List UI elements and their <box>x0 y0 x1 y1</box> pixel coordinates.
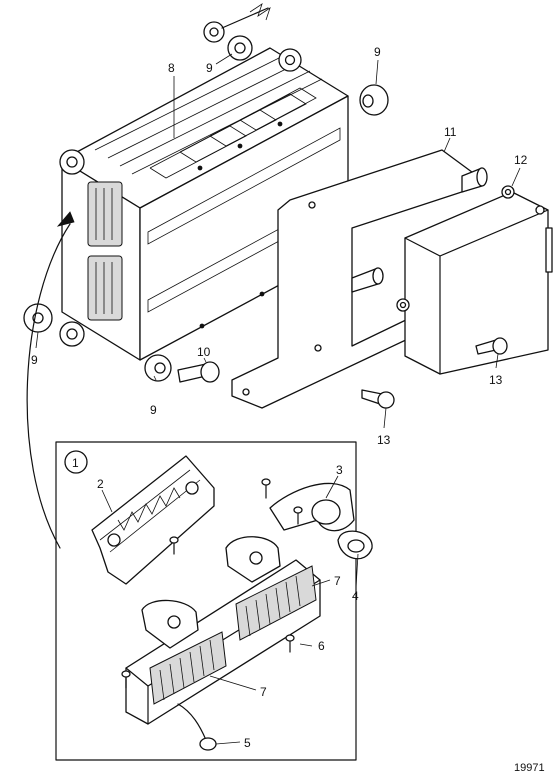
leader-lines <box>35 53 521 745</box>
callout-7-upper: 7 <box>334 574 341 588</box>
screw-13-upper <box>475 337 508 355</box>
callout-9-left: 9 <box>31 353 38 367</box>
callout-7-lower: 7 <box>260 685 267 699</box>
callout-5: 5 <box>244 736 251 750</box>
screw-13-lower <box>361 389 395 409</box>
callout-13-upper: 13 <box>489 373 503 387</box>
callout-13-lower: 13 <box>377 433 391 447</box>
detail-inset-frame <box>55 441 357 761</box>
callout-9-bottom: 9 <box>150 403 157 417</box>
control-unit-box <box>59 47 349 361</box>
callout-9-top: 9 <box>206 61 213 75</box>
connector-cover <box>91 455 215 585</box>
detail-marker-label: 1 <box>72 456 79 470</box>
callout-12: 12 <box>514 153 528 167</box>
screw-10 <box>177 361 220 383</box>
callout-8: 8 <box>168 61 175 75</box>
callout-9-right: 9 <box>374 45 381 59</box>
callout-6: 6 <box>318 639 325 653</box>
callout-3: 3 <box>336 463 343 477</box>
cable-with-terminal <box>177 703 217 751</box>
drawing-reference-number: 19971 <box>514 762 545 774</box>
cable-clip <box>337 530 373 560</box>
small-screws <box>121 478 303 689</box>
rubber-grommet-top <box>203 3 271 61</box>
callout-10: 10 <box>197 345 211 359</box>
electronic-module <box>396 185 553 375</box>
callout-11: 11 <box>444 125 457 139</box>
connector-housing <box>125 536 321 725</box>
rubber-grommet-bottom <box>144 354 172 382</box>
callout-4: 4 <box>352 589 359 603</box>
cable-clamp <box>269 482 355 532</box>
detail-arrow <box>26 211 75 549</box>
rubber-grommet-right <box>359 84 389 116</box>
rubber-grommet-left <box>23 303 53 333</box>
callout-2: 2 <box>97 477 104 491</box>
